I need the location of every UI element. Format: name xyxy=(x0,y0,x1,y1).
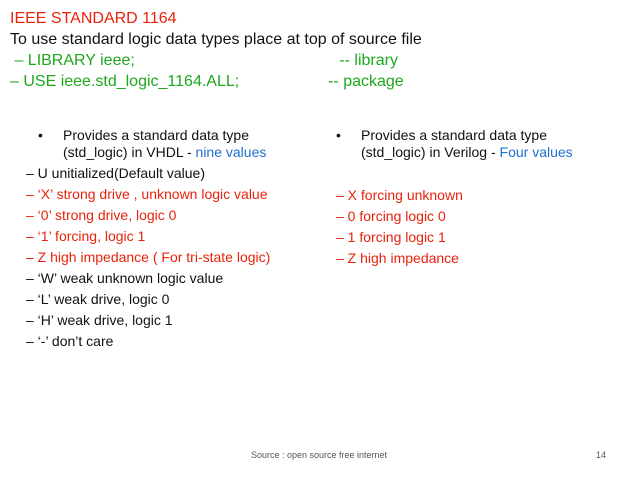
page-number: 14 xyxy=(596,450,607,460)
verilog-column: • Provides a standard data type (std_log… xyxy=(336,127,576,267)
left-value-item: – ‘1’ forcing, logic 1 xyxy=(26,228,146,244)
right-value-item: – X forcing unknown xyxy=(336,187,463,203)
verilog-bullet-text: Provides a standard data type (std_logic… xyxy=(361,127,548,160)
right-value-item: – 1 forcing logic 1 xyxy=(336,229,446,245)
left-value-item: – ‘L’ weak drive, logic 0 xyxy=(26,291,170,307)
vhdl-column: • Provides a standard data type (std_log… xyxy=(26,127,288,350)
vhdl-bullet-text: Provides a standard data type (std_logic… xyxy=(63,127,250,160)
right-value-item: – Z high impedance xyxy=(336,250,459,266)
slide-header: IEEE STANDARD 1164 To use standard logic… xyxy=(10,8,422,92)
footer-source: Source : open source free internet xyxy=(250,450,388,460)
vhdl-bullet: • Provides a standard data type (std_log… xyxy=(38,127,288,161)
verilog-bullet-highlight: Four values xyxy=(499,144,573,160)
left-value-item: – ‘0’ strong drive, logic 0 xyxy=(26,207,177,223)
vhdl-bullet-highlight: nine values xyxy=(195,144,267,160)
left-value-item: – ‘X’ strong drive , unknown logic value xyxy=(26,186,268,202)
right-value-item: – 0 forcing logic 0 xyxy=(336,208,446,224)
slide-title: IEEE STANDARD 1164 xyxy=(10,10,177,27)
bullet-dot-icon: • xyxy=(38,127,43,143)
verilog-value-list: – X forcing unknown – 0 forcing logic 0 – … xyxy=(336,187,576,267)
vhdl-value-list: – U unitialized(Default value) – ‘X’ str… xyxy=(26,165,288,350)
left-value-item: – ‘H’ weak drive, logic 1 xyxy=(26,312,173,328)
left-value-item: – Z high impedance ( For tri-state logic… xyxy=(26,249,271,265)
left-value-item: – ‘-’ don’t care xyxy=(26,333,114,349)
use-line: – USE ieee.std_logic_1164.ALL; -- packag… xyxy=(10,73,404,90)
left-value-item: – ‘W’ weak unknown logic value xyxy=(26,270,224,286)
bullet-dot-icon: • xyxy=(336,127,341,143)
left-value-item: – U unitialized(Default value) xyxy=(26,165,205,181)
slide-subtitle: To use standard logic data types place a… xyxy=(10,31,422,48)
verilog-bullet: • Provides a standard data type (std_log… xyxy=(336,127,576,161)
library-line: – LIBRARY ieee; -- library xyxy=(10,52,398,69)
